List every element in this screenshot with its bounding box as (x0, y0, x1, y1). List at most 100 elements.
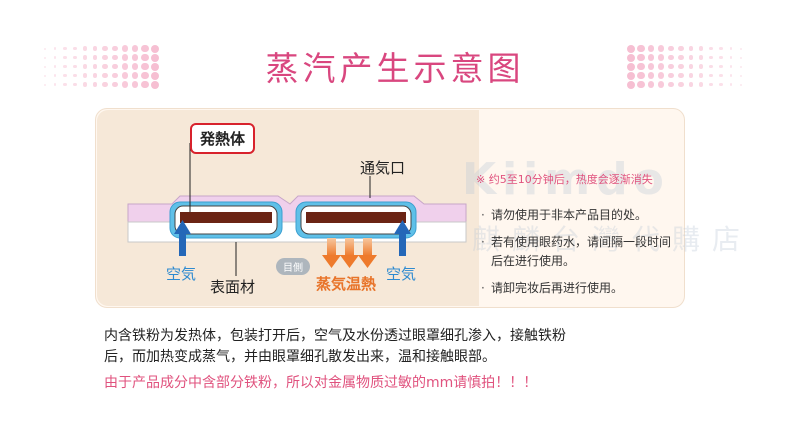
air-right-label: 空気 (386, 265, 417, 283)
decorative-dot (709, 82, 713, 87)
decorative-dot (637, 53, 645, 62)
decorative-dot (102, 45, 108, 52)
decorative-dot (141, 80, 149, 89)
decorative-dot (657, 54, 665, 61)
decorative-dot (637, 80, 645, 89)
decorative-dot (53, 56, 57, 59)
decorative-dot (151, 53, 159, 62)
eye-side-badge: 目側 (276, 258, 310, 275)
watermark-latin: Kiimdo (462, 154, 670, 205)
decorative-dot (729, 56, 733, 59)
decorative-dot (719, 73, 723, 78)
decorative-dot (719, 64, 723, 69)
decorative-dot (73, 82, 77, 87)
decorative-dot (657, 45, 665, 52)
decorative-dot (73, 55, 77, 60)
decorative-dot (647, 63, 655, 70)
decorative-dot (657, 63, 665, 70)
decorative-dot (141, 71, 149, 80)
decorative-dot (688, 82, 694, 87)
decorative-dot (44, 56, 46, 59)
decorative-dot (112, 81, 118, 88)
decorative-dot (53, 47, 57, 50)
decorative-dot (698, 55, 704, 60)
decorative-dot (740, 47, 742, 50)
decorative-dot (102, 81, 108, 88)
decorative-dot (709, 46, 713, 51)
decorative-dot (647, 72, 655, 79)
decorative-dot (627, 62, 635, 71)
steam-arrow-1 (322, 238, 341, 268)
decorative-dot (678, 54, 684, 61)
heat-element-left (180, 212, 272, 223)
timing-note: ※ 约5至10分钟后，热度会逐渐消失 (476, 173, 653, 186)
decorative-dot (729, 47, 733, 50)
decorative-dots-right (626, 44, 746, 90)
decorative-dot (92, 55, 98, 60)
decorative-dot (740, 65, 742, 68)
decorative-dot (112, 45, 118, 52)
decorative-dot (131, 63, 139, 70)
air-arrow-right (394, 220, 411, 256)
decorative-dot (637, 44, 645, 53)
decorative-dot (151, 62, 159, 71)
steam-arrow-2 (340, 238, 359, 268)
decorative-dot (131, 72, 139, 79)
decorative-dot (688, 46, 694, 51)
decorative-dot (627, 44, 635, 53)
decorative-dot (698, 46, 704, 51)
decorative-dot (740, 83, 742, 86)
decorative-dot (657, 72, 665, 79)
decorative-dot (141, 62, 149, 71)
page-title: 蒸汽产生示意图 (265, 49, 525, 88)
decorative-dots-left (40, 44, 160, 90)
decorative-dot (112, 63, 118, 70)
decorative-dot (719, 82, 723, 87)
decorative-dot (719, 46, 723, 51)
decorative-dot (121, 54, 129, 61)
heat-element-label: 発熱体 (190, 123, 256, 154)
decorative-dot (63, 82, 67, 87)
decorative-dot (92, 82, 98, 87)
decorative-dot (53, 74, 57, 77)
decorative-dot (102, 54, 108, 61)
decorative-dot (627, 71, 635, 80)
decorative-dot (678, 72, 684, 79)
decorative-dot (102, 63, 108, 70)
decorative-dot (131, 81, 139, 88)
decorative-dot (698, 64, 704, 69)
decorative-dot (678, 45, 684, 52)
decorative-dot (73, 64, 77, 69)
decorative-dot (678, 81, 684, 88)
decorative-dot (151, 44, 159, 53)
tip-item: 若有使用眼药水，请间隔一段时间后在进行使用。 (481, 233, 681, 271)
usage-tips: 请勿使用于非本产品目的处。 若有使用眼药水，请间隔一段时间后在进行使用。 请卸完… (481, 206, 681, 306)
decorative-dot (121, 81, 129, 88)
decorative-dot (668, 45, 674, 52)
decorative-dot (82, 73, 88, 78)
decorative-dot (82, 46, 88, 51)
decorative-dot (647, 54, 655, 61)
surface-label: 表面材 (210, 278, 256, 296)
decorative-dot (151, 71, 159, 80)
decorative-dot (729, 74, 733, 77)
decorative-dot (131, 54, 139, 61)
decorative-dot (740, 56, 742, 59)
decorative-dot (112, 72, 118, 79)
decorative-dot (63, 64, 67, 69)
decorative-dot (627, 53, 635, 62)
decorative-dot (92, 73, 98, 78)
decorative-dot (92, 46, 98, 51)
decorative-dot (627, 80, 635, 89)
decorative-dot (668, 72, 674, 79)
decorative-dot (92, 64, 98, 69)
decorative-dot (698, 82, 704, 87)
tip-item: 请勿使用于非本产品目的处。 (481, 206, 681, 225)
decorative-dot (141, 44, 149, 53)
decorative-dot (63, 46, 67, 51)
decorative-dot (709, 73, 713, 78)
decorative-dot (131, 45, 139, 52)
decorative-dot (729, 65, 733, 68)
decorative-dot (668, 81, 674, 88)
